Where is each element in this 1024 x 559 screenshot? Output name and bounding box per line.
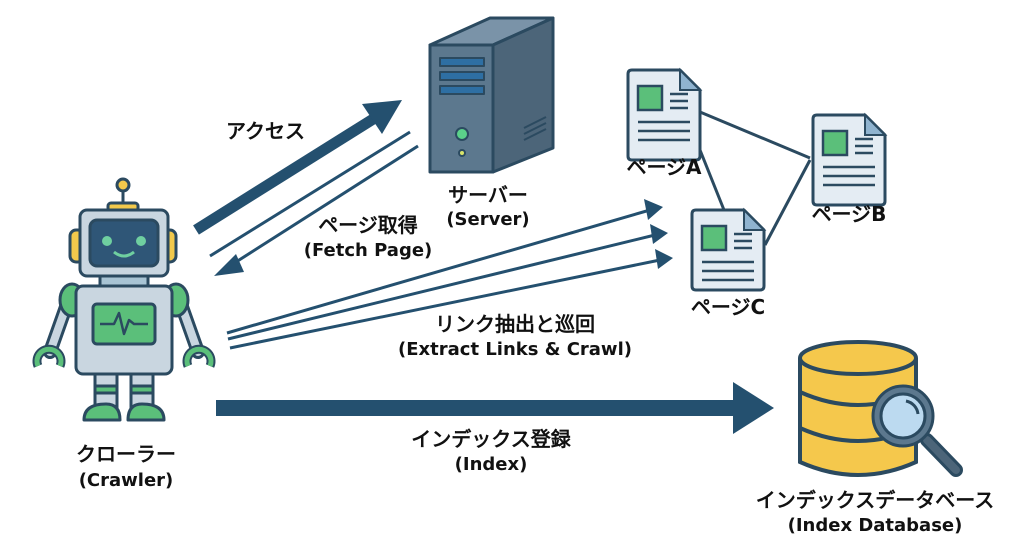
fetch-label-en: (Fetch Page): [304, 240, 433, 261]
server-icon: [428, 16, 555, 174]
page-a-icon: [626, 67, 703, 162]
crawler-label-jp: クローラー: [76, 442, 176, 466]
page-c-label: ページC: [691, 295, 765, 319]
index-arrow: [216, 382, 774, 434]
database-label-en: (Index Database): [788, 515, 963, 536]
page-c-icon: [690, 207, 767, 292]
extract-label-jp: リンク抽出と巡回: [435, 312, 595, 336]
index-label-en: (Index): [455, 454, 528, 475]
robot-icon: [32, 177, 216, 422]
database-label-jp: インデックスデータベース: [756, 488, 994, 512]
link-a-c: [698, 149, 726, 211]
crawler-label-en: (Crawler): [79, 470, 174, 491]
server-label-en: (Server): [446, 209, 529, 230]
link-a-b: [699, 110, 811, 160]
page-links: [698, 110, 812, 246]
server-label-jp: サーバー: [448, 183, 528, 207]
link-c-b: [763, 159, 812, 246]
index-label-jp: インデックス登録: [411, 427, 571, 451]
extract-label-en: (Extract Links & Crawl): [398, 339, 632, 360]
fetch-label-jp: ページ取得: [318, 213, 418, 237]
access-label: アクセス: [226, 119, 305, 143]
magnifier-icon: [871, 384, 963, 477]
fetch-arrows: [209, 130, 419, 276]
access-arrow: [193, 100, 402, 235]
page-b-label: ページB: [812, 202, 887, 226]
page-a-label: ページA: [626, 155, 702, 179]
extract-arrows: [226, 199, 673, 350]
page-b-icon: [811, 112, 888, 207]
